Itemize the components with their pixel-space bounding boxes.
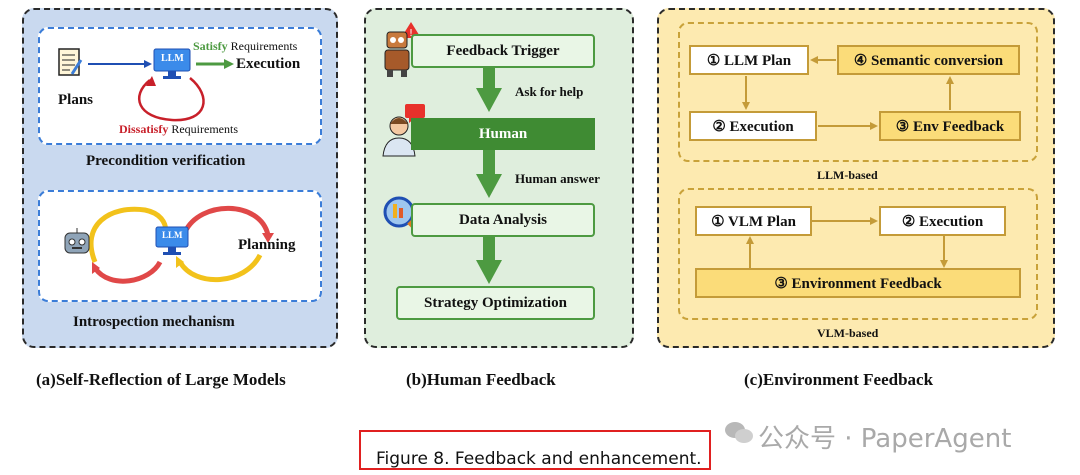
strategy-box: Strategy Optimization (396, 286, 595, 320)
robot-alert-icon: ! (381, 20, 421, 78)
caption-b: (b)Human Feedback (406, 370, 556, 389)
figure-caption-box (359, 430, 711, 470)
satisfy-requirements: Satisfy Requirements (193, 39, 297, 54)
ask-help-label: Ask for help (515, 84, 584, 99)
semantic-conversion-box: ④ Semantic conversion (837, 45, 1020, 75)
llm-label: LLM (161, 53, 184, 64)
execution-box: ② Execution (689, 111, 817, 141)
vlm-based-box (678, 188, 1038, 320)
satisfy-word: Satisfy (193, 39, 228, 53)
svg-text:!: ! (409, 28, 413, 39)
vlm-plan-box: ① VLM Plan (695, 206, 812, 236)
robot-icon (62, 227, 92, 257)
dissatisfy-requirements: Dissatisfy Requirements (119, 122, 238, 137)
introspection-label: Introspection mechanism (73, 314, 235, 330)
llm2-label: LLM (162, 230, 183, 240)
execution-label: Execution (236, 56, 301, 72)
dissatisfy-word: Dissatisfy (119, 122, 169, 136)
human-answer-label: Human answer (515, 171, 600, 186)
human-icon (381, 104, 427, 158)
satisfy-rest: Requirements (227, 39, 298, 53)
plans-label: Plans (58, 92, 94, 108)
watermark: 公众号 · PaperAgent (758, 424, 1012, 454)
llm-based-label: LLM-based (817, 168, 878, 182)
vlm-execution-box: ② Execution (879, 206, 1006, 236)
monitor-icon: LLM (153, 48, 191, 80)
vlm-based-label: VLM-based (817, 326, 879, 340)
llm-plan-box: ① LLM Plan (689, 45, 809, 75)
monitor-icon-2: LLM (155, 226, 189, 256)
document-icon (58, 48, 83, 78)
caption-c: (c)Environment Feedback (744, 370, 934, 389)
precondition-box (38, 27, 322, 145)
environment-feedback-box: ③ Environment Feedback (695, 268, 1021, 298)
data-analysis-box: Data Analysis (411, 203, 595, 237)
human-bar: Human (411, 118, 595, 150)
precondition-label: Precondition verification (86, 153, 246, 169)
dissatisfy-rest: Requirements (168, 122, 238, 136)
caption-a: (a)Self-Reflection of Large Models (36, 370, 286, 389)
env-feedback-box: ③ Env Feedback (879, 111, 1021, 141)
feedback-trigger-box: Feedback Trigger (411, 34, 595, 68)
llm-based-box (678, 22, 1038, 162)
figure-caption: Figure 8. Feedback and enhancement. (376, 449, 702, 469)
wechat-icon (724, 420, 754, 446)
planning-label: Planning (238, 237, 296, 253)
